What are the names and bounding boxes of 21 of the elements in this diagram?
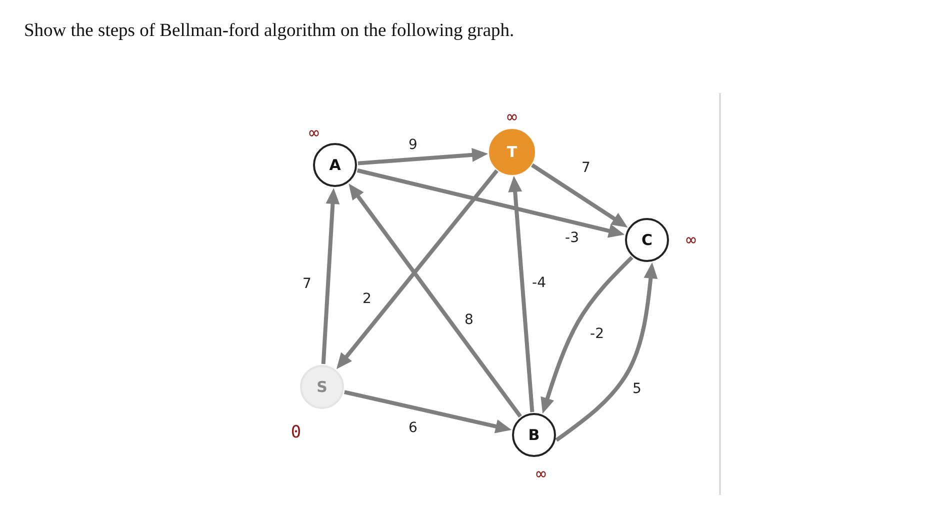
arrow — [555, 262, 658, 442]
arrow — [321, 188, 340, 364]
distance-label: ∞ — [308, 126, 320, 142]
arrow — [508, 176, 534, 412]
graph-node: T — [489, 129, 535, 175]
distance-label: ∞ — [506, 110, 518, 126]
graph-node: S — [300, 365, 344, 409]
arrow — [531, 163, 629, 230]
arrow — [540, 256, 634, 414]
arrow — [344, 390, 512, 434]
distance-label: 0 — [290, 424, 302, 442]
graph-node: A — [313, 143, 357, 187]
arrow — [347, 182, 522, 418]
distance-label: ∞ — [536, 466, 546, 484]
arrow — [356, 168, 626, 238]
distance-label: ∞ — [686, 232, 696, 250]
arrow — [334, 169, 498, 370]
arrow — [358, 148, 488, 166]
question-text: Show the steps of Bellman-ford algorithm on the following graph. — [24, 20, 514, 42]
graph-node: B — [512, 413, 556, 457]
graph-node: C — [625, 218, 669, 262]
